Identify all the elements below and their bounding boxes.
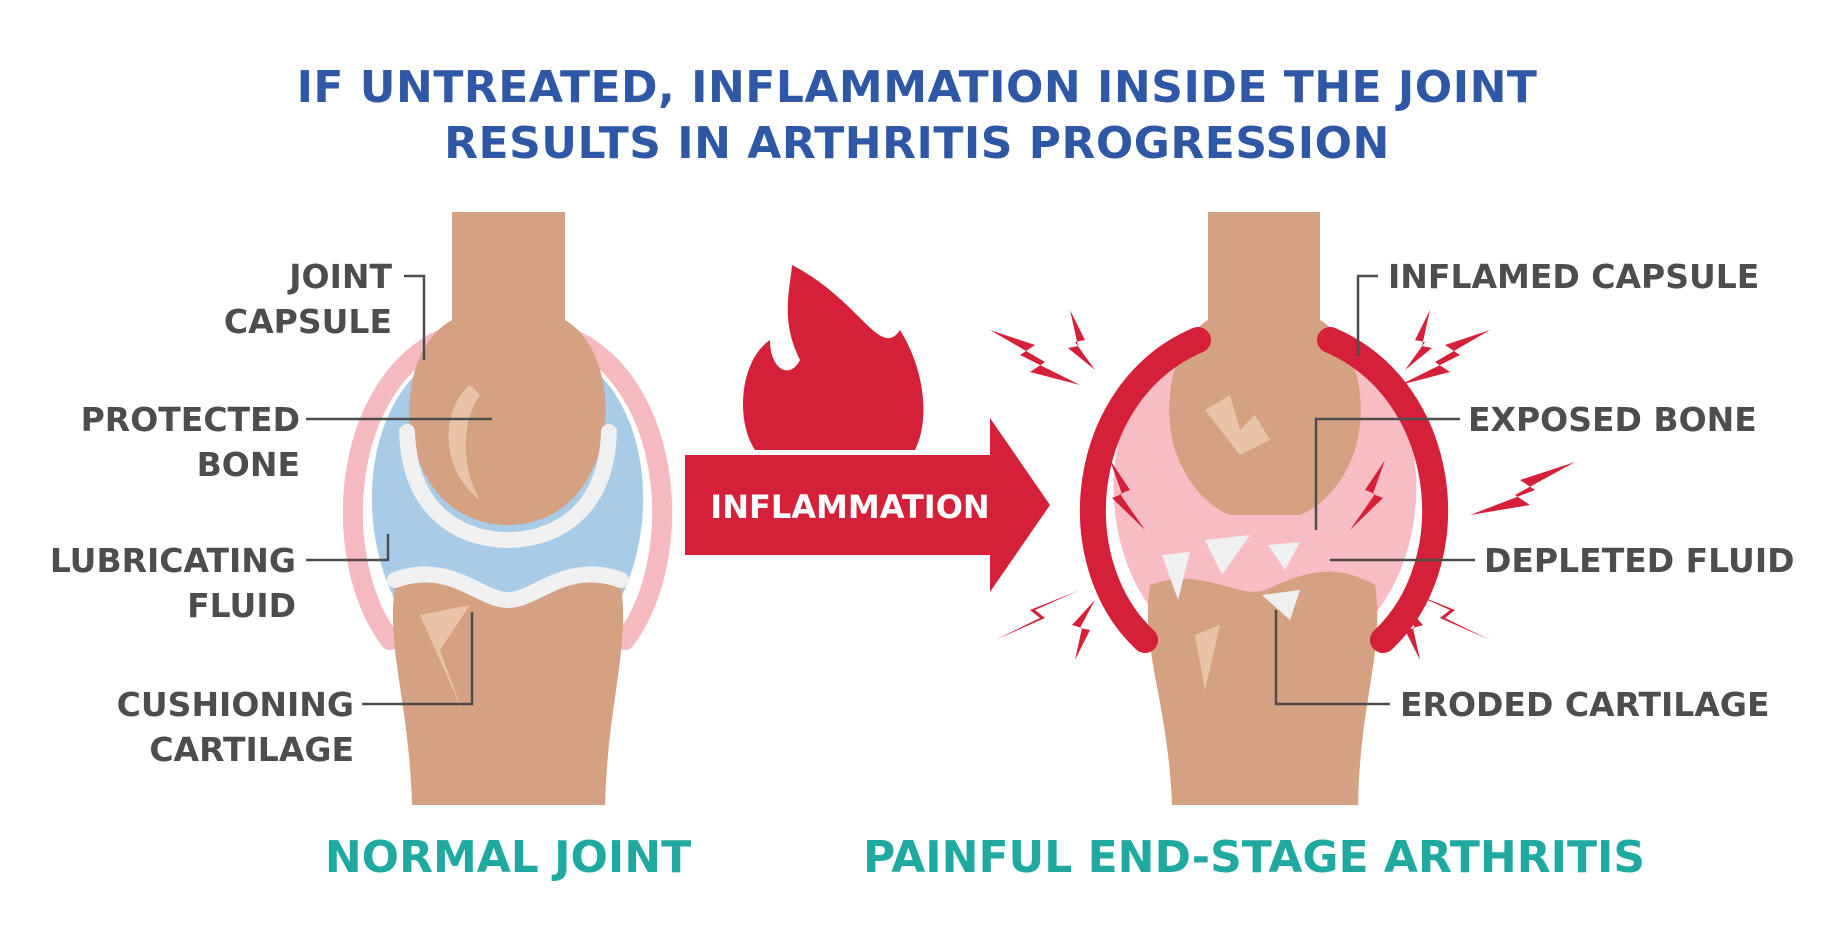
inflammation-label: INFLAMMATION [710, 488, 989, 526]
normal-upper-cartilage [399, 424, 617, 549]
label-joint-capsule-line2: CAPSULE [224, 302, 392, 341]
label-cushioning-cartilage-line1: CUSHIONING [117, 685, 354, 724]
label-eroded-cartilage: ERODED CARTILAGE [1400, 685, 1770, 724]
label-cushioning-cartilage-line2: CARTILAGE [149, 730, 354, 769]
eroded-cartilage-fragments [1162, 535, 1300, 620]
inflammation-arrow-icon [685, 418, 1050, 592]
inflammation-arrow-group: INFLAMMATION [685, 265, 1050, 592]
arthritic-joint: INFLAMED CAPSULE EXPOSED BONE DEPLETED F… [863, 212, 1795, 883]
title-line-2: RESULTS IN ARTHRITIS PROGRESSION [444, 118, 1390, 169]
pain-bolt-icon [1072, 600, 1095, 660]
label-depleted-fluid: DEPLETED FLUID [1484, 541, 1795, 580]
pain-bolt-icon [1400, 330, 1490, 385]
normal-upper-bone [409, 212, 606, 525]
pain-bolt-icon [990, 330, 1080, 385]
normal-upper-bone-highlight [448, 385, 480, 500]
label-lubricating-fluid-line2: FLUID [187, 586, 296, 625]
title-line-1: IF UNTREATED, INFLAMMATION INSIDE THE JO… [296, 62, 1538, 113]
pain-bolt-icon [1405, 590, 1490, 640]
normal-lower-bone-highlight [420, 605, 470, 710]
inflamed-capsule-right [1317, 327, 1448, 653]
normal-lower-cartilage [387, 566, 629, 609]
normal-joint: JOINT CAPSULE PROTECTED BONE LUBRICATING… [50, 212, 691, 883]
arthritic-lower-bone [1147, 571, 1378, 805]
normal-joint-capsule [342, 330, 450, 650]
pain-bolt-icons [990, 310, 1575, 660]
pain-bolt-icon [1110, 460, 1145, 530]
normal-leader-lines [306, 274, 492, 706]
arthritic-joint-caption: PAINFUL END-STAGE ARTHRITIS [863, 832, 1645, 883]
label-joint-capsule-line1: JOINT [287, 257, 392, 296]
pain-bolt-icon [1470, 462, 1575, 515]
pain-bolt-icon [1350, 460, 1385, 530]
label-exposed-bone: EXPOSED BONE [1468, 400, 1757, 439]
label-protected-bone-line2: BONE [197, 445, 300, 484]
normal-lower-bone [392, 579, 624, 805]
inflamed-capsule-left [1080, 327, 1211, 653]
arthritic-upper-bone [1169, 212, 1361, 515]
pain-bolt-icon [1068, 310, 1095, 370]
flame-icon [743, 265, 924, 450]
arthritic-lower-bone-highlight [1195, 625, 1220, 745]
normal-joint-capsule-right [565, 330, 673, 650]
pain-bolt-icon [1405, 310, 1432, 370]
arthritic-leader-lines [1274, 274, 1475, 706]
pain-bolt-icon [1400, 600, 1423, 660]
label-inflamed-capsule: INFLAMED CAPSULE [1388, 257, 1759, 296]
label-protected-bone-line1: PROTECTED [81, 400, 300, 439]
normal-joint-caption: NORMAL JOINT [325, 832, 691, 883]
arthritic-upper-bone-highlight [1205, 395, 1270, 455]
pain-bolt-icon [995, 590, 1080, 640]
label-lubricating-fluid-line1: LUBRICATING [50, 541, 296, 580]
